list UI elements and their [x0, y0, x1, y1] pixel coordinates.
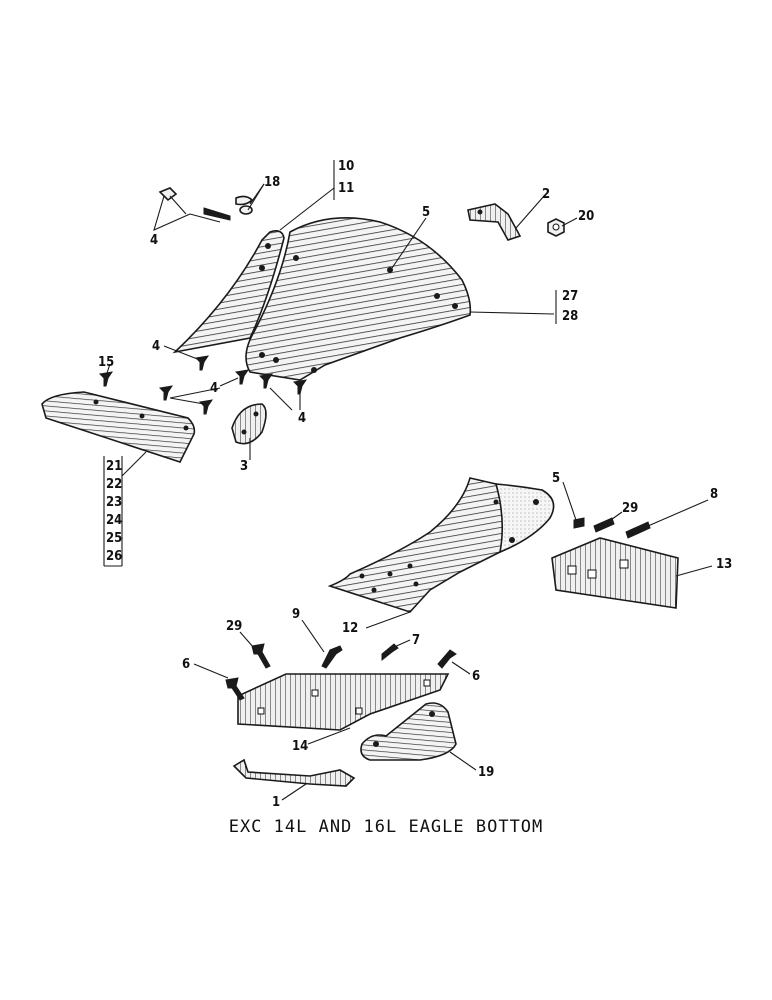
callout-6: 6 — [472, 669, 480, 684]
moldboard-bolt-hole — [293, 255, 299, 261]
brace-plate-hole — [373, 741, 379, 747]
callout-6: 6 — [182, 657, 190, 672]
share-hole — [183, 425, 189, 431]
moldboard-bolt-hole — [273, 357, 279, 363]
clevis-plate-part — [231, 403, 267, 445]
callout-19: 19 — [478, 765, 494, 780]
shin-bolt-hole — [265, 243, 271, 249]
callout-26: 26 — [106, 549, 122, 564]
landside-slot — [587, 569, 597, 579]
plow-bolts-upper — [98, 355, 308, 415]
callout-5: 5 — [422, 205, 430, 220]
callout-7: 7 — [412, 633, 420, 648]
share-hole — [139, 413, 145, 419]
callout-1: 1 — [272, 795, 280, 810]
callout-labels: 10 11 18 4 2 20 5 27 28 4 15 4 4 3 21 22… — [98, 159, 732, 810]
callout-5: 5 — [552, 471, 560, 486]
callout-24: 24 — [106, 513, 122, 528]
landside-slot — [619, 559, 629, 569]
callout-8: 8 — [710, 487, 718, 502]
moldboard-part — [245, 217, 472, 381]
clevis-hole — [241, 429, 247, 435]
callout-22: 22 — [106, 477, 122, 492]
nut-hole — [552, 223, 560, 231]
brace-part — [467, 203, 522, 241]
moldboard-bolt-hole — [434, 293, 440, 299]
callout-20: 20 — [578, 209, 594, 224]
moldboard-bolt-hole — [259, 352, 265, 358]
rod-part — [232, 758, 356, 787]
shin-bolt-hole — [259, 265, 265, 271]
share-part — [41, 391, 196, 463]
frog-hole — [387, 571, 393, 577]
frog-hole — [407, 563, 413, 569]
clevis-hole — [253, 411, 259, 417]
bolt-group-18 — [153, 187, 254, 231]
diagram-caption: EXC 14L AND 16L EAGLE BOTTOM — [229, 817, 544, 837]
plow-bolts-lower — [225, 517, 651, 701]
callout-29: 29 — [226, 619, 242, 634]
callout-27: 27 — [562, 289, 578, 304]
brace-plate-hole — [429, 711, 435, 717]
frog-hole — [509, 537, 515, 543]
bracket-slot — [311, 689, 319, 697]
callout-14: 14 — [292, 739, 308, 754]
callout-3: 3 — [240, 459, 248, 474]
bracket-slot — [257, 707, 265, 715]
callout-2: 2 — [542, 187, 550, 202]
moldboard-bolt-hole — [387, 267, 393, 273]
callout-25: 25 — [106, 531, 122, 546]
callout-12: 12 — [342, 621, 358, 636]
bracket-slot — [423, 679, 431, 687]
leader-lines — [103, 160, 713, 801]
callout-10: 10 — [338, 159, 354, 174]
callout-28: 28 — [562, 309, 578, 324]
moldboard-bolt-hole — [311, 367, 317, 373]
callout-9: 9 — [292, 607, 300, 622]
callout-21: 21 — [106, 459, 122, 474]
frog-hole — [371, 587, 377, 593]
shin-part — [172, 230, 285, 354]
frog-hole — [493, 499, 499, 505]
moldboard-bolt-hole — [452, 303, 458, 309]
frog-back-plate — [494, 483, 555, 554]
callout-4: 4 — [152, 339, 160, 354]
landside-slot — [567, 565, 577, 575]
brace-plate-part — [360, 702, 457, 761]
frog-hole — [359, 573, 365, 579]
share-hole — [93, 399, 99, 405]
bracket-part — [237, 673, 450, 731]
callout-13: 13 — [716, 557, 732, 572]
bracket-slot — [355, 707, 363, 715]
callout-23: 23 — [106, 495, 122, 510]
callout-15: 15 — [98, 355, 114, 370]
frog-hole — [413, 581, 419, 587]
callout-4: 4 — [298, 411, 306, 426]
callout-4: 4 — [210, 381, 218, 396]
callout-18: 18 — [264, 175, 280, 190]
callout-4: 4 — [150, 233, 158, 248]
callout-29: 29 — [622, 501, 638, 516]
callout-11: 11 — [338, 181, 354, 196]
frog-hole — [533, 499, 539, 505]
landside-part — [551, 537, 679, 609]
brace-hole — [477, 209, 483, 215]
